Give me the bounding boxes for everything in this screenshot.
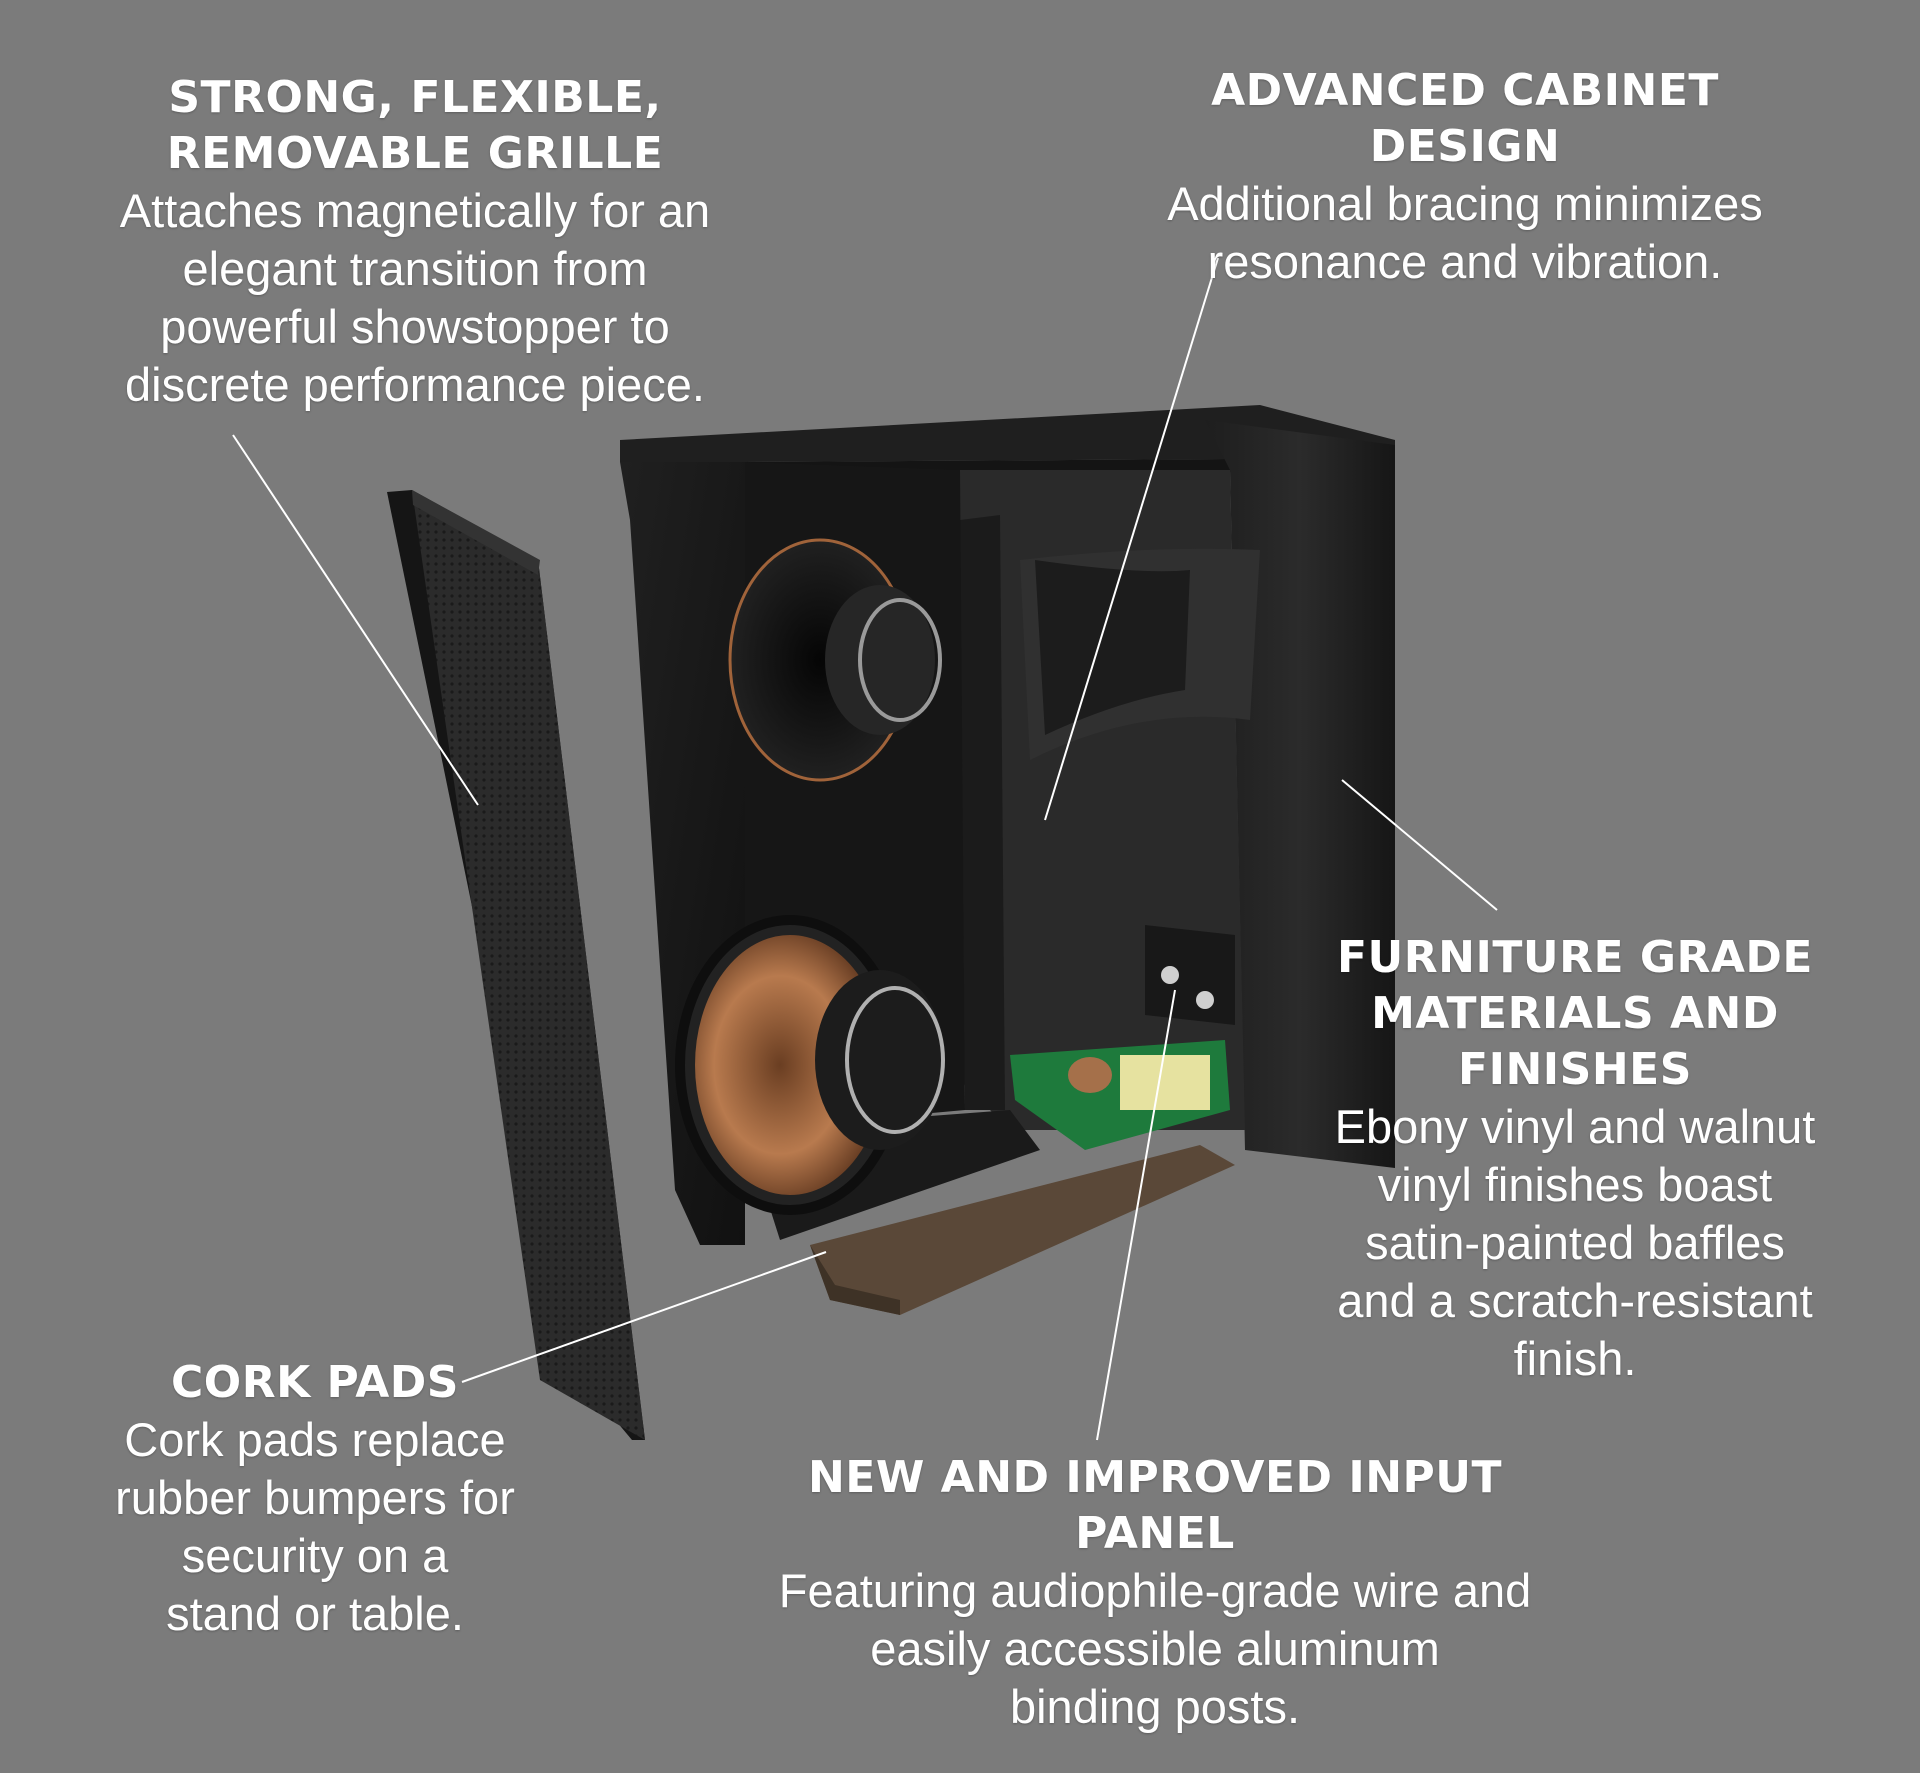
heading-line: NEW AND IMPROVED INPUT PANEL <box>807 1452 1503 1559</box>
body-line: satin-painted baffles <box>1365 1216 1785 1269</box>
leader-line-cabinet <box>1044 257 1219 821</box>
body-line: binding posts. <box>1009 1680 1301 1733</box>
callout-cork: CORK PADS Cork pads replace rubber bumpe… <box>100 1355 530 1643</box>
grille-panel <box>387 490 645 1440</box>
body-line: Additional bracing minimizes <box>1167 177 1763 230</box>
crossover-board <box>1010 1040 1230 1150</box>
heading-line: CORK PADS <box>171 1357 459 1408</box>
body-line: vinyl finishes boast <box>1377 1158 1773 1211</box>
body-line: finish. <box>1513 1332 1637 1385</box>
body-line: resonance and vibration. <box>1207 235 1723 288</box>
callout-grille-body: Attaches magnetically for an elegant tra… <box>95 182 735 414</box>
heading-line: STRONG, FLEXIBLE, <box>168 72 662 123</box>
callout-cabinet-heading: ADVANCED CABINET DESIGN <box>1120 63 1810 175</box>
heading-line: MATERIALS AND <box>1371 988 1779 1039</box>
heading-line: FINISHES <box>1458 1044 1692 1095</box>
body-line: easily accessible aluminum <box>870 1622 1440 1675</box>
leader-line-input <box>1096 989 1176 1441</box>
callout-furniture-heading: FURNITURE GRADE MATERIALS AND FINISHES <box>1320 930 1830 1098</box>
callout-input-heading: NEW AND IMPROVED INPUT PANEL <box>760 1450 1550 1562</box>
body-line: Attaches magnetically for an <box>119 184 711 237</box>
callout-furniture: FURNITURE GRADE MATERIALS AND FINISHES E… <box>1320 930 1830 1388</box>
body-line: stand or table. <box>166 1587 464 1640</box>
callout-grille: STRONG, FLEXIBLE, REMOVABLE GRILLE Attac… <box>95 70 735 414</box>
body-line: discrete performance piece. <box>125 358 705 411</box>
heading-line: REMOVABLE GRILLE <box>166 128 664 179</box>
callout-grille-heading: STRONG, FLEXIBLE, REMOVABLE GRILLE <box>95 70 735 182</box>
heading-line: FURNITURE GRADE <box>1337 932 1813 983</box>
callout-input: NEW AND IMPROVED INPUT PANEL Featuring a… <box>760 1450 1550 1736</box>
heading-line: ADVANCED CABINET DESIGN <box>1211 65 1719 172</box>
body-line: powerful showstopper to <box>160 300 670 353</box>
body-line: elegant transition from <box>182 242 648 295</box>
body-line: Featuring audiophile-grade wire and <box>778 1564 1532 1617</box>
woofer <box>675 915 945 1215</box>
leader-lines <box>232 257 1498 1441</box>
callout-input-body: Featuring audiophile-grade wire and easi… <box>760 1562 1550 1736</box>
callout-cabinet-body: Additional bracing minimizes resonance a… <box>1120 175 1810 291</box>
body-line: rubber bumpers for <box>115 1471 515 1524</box>
cork-pad <box>810 1145 1235 1315</box>
leader-line-furniture <box>1341 779 1498 911</box>
input-panel <box>1145 925 1235 1025</box>
callout-furniture-body: Ebony vinyl and walnut vinyl finishes bo… <box>1320 1098 1830 1388</box>
body-line: and a scratch-resistant <box>1337 1274 1813 1327</box>
body-line: Cork pads replace <box>124 1413 506 1466</box>
horn-tweeter <box>728 538 942 782</box>
body-line: Ebony vinyl and walnut <box>1334 1100 1816 1153</box>
leader-line-grille <box>232 434 479 806</box>
callout-cork-heading: CORK PADS <box>100 1355 530 1411</box>
body-line: security on a <box>181 1529 449 1582</box>
callout-cabinet: ADVANCED CABINET DESIGN Additional braci… <box>1120 63 1810 291</box>
leader-line-cork <box>461 1251 827 1383</box>
callout-cork-body: Cork pads replace rubber bumpers for sec… <box>100 1411 530 1643</box>
